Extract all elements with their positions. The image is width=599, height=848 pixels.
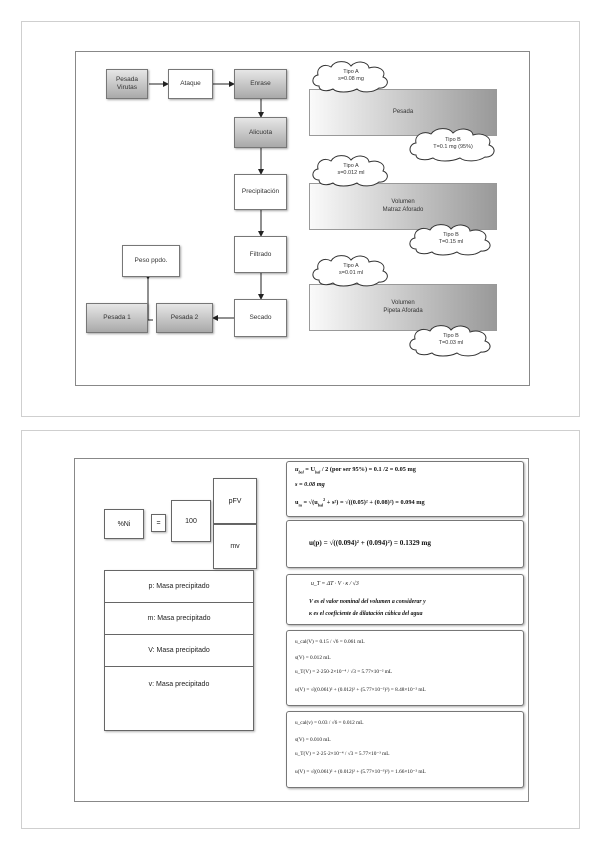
- eq-text: bal: [315, 469, 321, 475]
- eq-text: u_T(V) = 2·250·2×10⁻⁴ / √3 = 5.77×10⁻² m…: [295, 669, 393, 675]
- equation-box-matraz: u_cal(V) = 0.15 / √6 = 0.061 mL s(V) = 0…: [286, 630, 524, 706]
- eq-text: u_T(V) = 2·25·2×10⁻⁴ / √3 = 5.77×10⁻³ mL: [295, 751, 390, 757]
- flow-arrows: [145, 81, 264, 321]
- eq-text: s(V) = 0.010 mL: [295, 737, 331, 743]
- equation-box-thermal: u_T = ΔT · V · κ / √3 V es el valor nomi…: [286, 574, 524, 625]
- cloud-tipo-b-pesada: Tipo B T=0.1 mg (95%): [406, 125, 500, 163]
- eq-text: u_T = ΔT · V · κ / √3: [311, 581, 359, 587]
- cloud-shape-icon: [409, 128, 495, 162]
- flow-node-ataque: Ataque: [168, 69, 213, 99]
- cloud-shape-icon: [312, 255, 388, 287]
- eq-text: u_cal(V) = 0.15 / √6 = 0.061 mL: [295, 639, 365, 645]
- eq-text: s(V) = 0.012 mL: [295, 655, 331, 661]
- formula-numerator: pFV: [213, 478, 257, 524]
- eq-text: u: [295, 466, 299, 473]
- formula-panel: %Ni = 100 pFV mv p: Masa precipitado m: …: [74, 458, 529, 802]
- cloud-label: Tipo A s=0.01 ml: [339, 263, 363, 276]
- formula-factor: 100: [171, 500, 211, 542]
- flow-node-pesada-virutas: Pesada Virutas: [106, 69, 148, 99]
- eq-text: bal: [317, 502, 324, 508]
- flow-node-pesada-1: Pesada 1: [86, 303, 148, 333]
- eq-text: / 2 (por ser 95%) = 0.1 /2 = 0.05 mg: [320, 466, 416, 473]
- cloud-shape-icon: [312, 155, 388, 187]
- formula-equals: =: [151, 514, 166, 532]
- mass-list-item: p: Masa precipitado: [105, 571, 253, 603]
- eq-text: u(p) = √((0.094)² + (0.094)²) = 0.1329 m…: [309, 539, 431, 547]
- cloud-tipo-a-pesada: Tipo A s=0.08 mg: [309, 58, 393, 94]
- cloud-tipo-b-pipeta: Tipo B T=0.03 ml: [406, 322, 496, 358]
- uncertainty-bar-pesada: Pesada: [309, 89, 497, 136]
- cloud-label: Tipo B T=0.1 mg (95%): [433, 137, 473, 150]
- eq-text: bal: [298, 469, 304, 475]
- eq-text: u_cal(v) = 0.03 / √6 = 0.012 mL: [295, 720, 364, 726]
- eq-text: u(V) = √((0.061)² + (0.012)² + (5.77×10⁻…: [295, 687, 426, 693]
- flow-node-alicuota: Alicuota: [234, 117, 287, 148]
- equation-box-balance: ubal = Ubal / 2 (por ser 95%) = 0.1 /2 =…: [286, 461, 524, 517]
- flowchart-panel: Pesada Virutas Ataque Enrase Alicuota Pr…: [75, 51, 530, 386]
- mass-list-item: v: Masa precipitado: [148, 680, 210, 688]
- flow-node-precipitacion: Precipitación: [234, 174, 287, 210]
- eq-text: + s²) = √((0.05)² + (0.08)²) = 0.094 mg: [325, 499, 425, 507]
- slide-1: Pesada Virutas Ataque Enrase Alicuota Pr…: [21, 21, 580, 417]
- flow-node-enrase: Enrase: [234, 69, 287, 99]
- eq-text: = √(u: [301, 499, 318, 507]
- formula-denominator: mv: [213, 524, 257, 569]
- slide-2: %Ni = 100 pFV mv p: Masa precipitado m: …: [21, 430, 580, 829]
- formula-lhs: %Ni: [104, 509, 144, 539]
- equation-box-pipeta: u_cal(v) = 0.03 / √6 = 0.012 mL s(V) = 0…: [286, 711, 524, 788]
- uncertainty-bar-pipeta: Volumen Pipeta Aforada: [309, 284, 497, 331]
- cloud-tipo-a-pipeta: Tipo A s=0.01 ml: [309, 252, 393, 288]
- cloud-label: Tipo A s=0.012 ml: [337, 163, 365, 176]
- eq-text: u: [295, 499, 299, 507]
- mass-list: p: Masa precipitado m: Masa precipitado …: [104, 570, 254, 731]
- mass-list-item: m: Masa precipitado: [105, 603, 253, 635]
- cloud-tipo-a-matraz: Tipo A s=0.012 ml: [309, 152, 393, 188]
- eq-text: V es el valor nominal del volumen a cons…: [309, 599, 426, 605]
- flow-node-peso-ppdo: Peso ppdo.: [122, 245, 180, 277]
- mass-list-item: V: Masa precipitado: [105, 635, 253, 667]
- cloud-label: Tipo B T=0.15 ml: [438, 232, 464, 245]
- eq-text: m: [298, 502, 302, 508]
- flow-node-pesada-2: Pesada 2: [156, 303, 213, 333]
- cloud-label: Tipo B T=0.03 ml: [438, 333, 464, 346]
- eq-text: κ es el coeficiente de dilatación cúbica…: [309, 611, 423, 617]
- uncertainty-bar-matraz: Volumen Matraz Aforado: [309, 183, 497, 230]
- eq-text: s = 0.08 mg: [295, 481, 325, 488]
- flow-node-filtrado: Filtrado: [234, 236, 287, 273]
- flow-node-secado: Secado: [234, 299, 287, 337]
- cloud-shape-icon: [409, 224, 491, 256]
- eq-text: = U: [303, 466, 316, 473]
- equation-box-up: u(p) = √((0.094)² + (0.094)²) = 0.1329 m…: [286, 520, 524, 568]
- cloud-shape-icon: [409, 325, 491, 357]
- eq-text: u(V) = √((0.061)² + (0.012)² + (5.77×10⁻…: [295, 769, 426, 775]
- cloud-label: Tipo A s=0.08 mg: [338, 69, 364, 82]
- cloud-shape-icon: [312, 61, 388, 93]
- cloud-tipo-b-matraz: Tipo B T=0.15 ml: [406, 221, 496, 257]
